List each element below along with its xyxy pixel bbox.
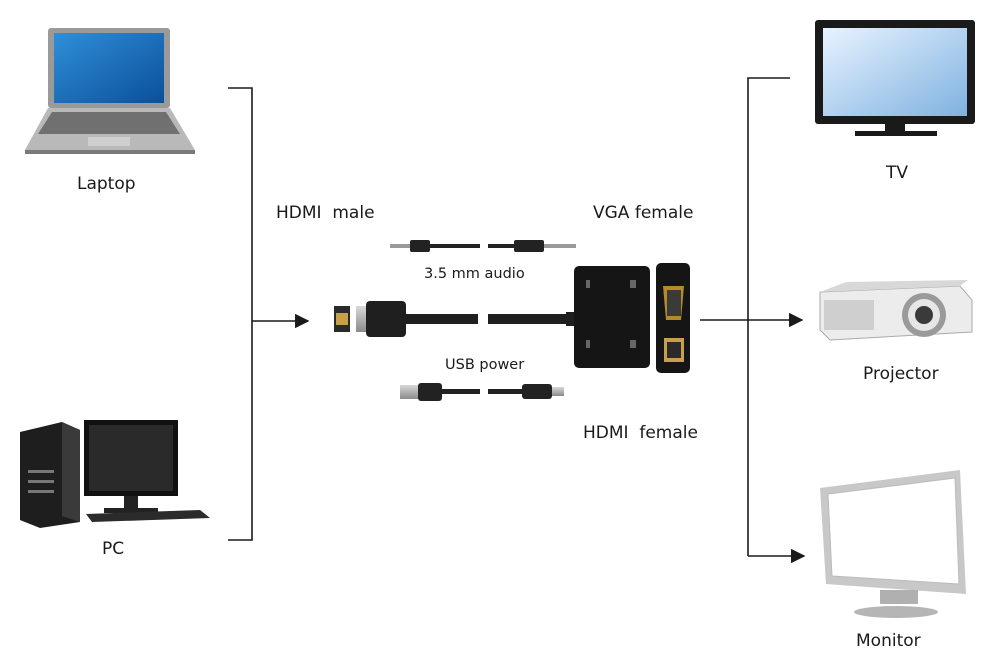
laptop-label: Laptop [77, 174, 136, 194]
vga-female-label: VGA female [593, 203, 694, 223]
monitor-icon [820, 470, 966, 618]
monitor-label: Monitor [856, 631, 921, 651]
hdmi-cable-icon [334, 301, 580, 337]
hdmi-female-label: HDMI female [583, 423, 698, 443]
usb-cable-icon [400, 383, 564, 401]
projector-label: Projector [863, 364, 939, 384]
laptop-icon [25, 28, 195, 154]
audio-label: 3.5 mm audio [424, 266, 525, 282]
hdmi-male-label: HDMI male [276, 203, 375, 223]
audio-cable-icon [390, 240, 576, 252]
pc-label: PC [102, 539, 125, 559]
tv-label: TV [886, 163, 909, 183]
output-bracket [700, 77, 806, 564]
tv-icon [815, 20, 975, 136]
usb-power-label: USB power [445, 357, 525, 373]
source-bracket [228, 87, 310, 541]
adapter-icon [574, 263, 690, 373]
pc-icon [20, 420, 210, 528]
projector-icon [819, 280, 973, 341]
